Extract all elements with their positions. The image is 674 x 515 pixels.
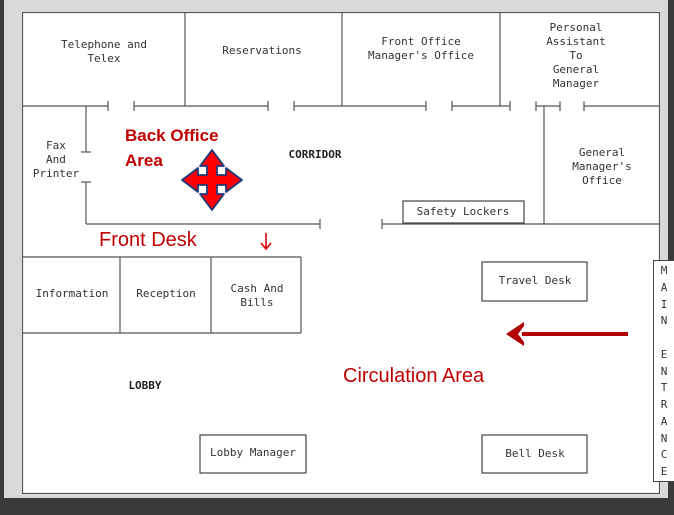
- main-entrance-letter: N: [660, 431, 668, 445]
- area-lobby: LOBBY: [128, 379, 162, 392]
- back-office-area-label: Back Office Area: [125, 126, 219, 170]
- room-general-manager: General Manager's Office: [572, 146, 632, 187]
- bell-desk-box: [481, 434, 588, 474]
- lobby-manager-box: [199, 434, 307, 474]
- safety-lockers-box: [402, 200, 525, 224]
- room-bell-desk: Bell Desk: [505, 447, 565, 460]
- room-telephone-telex: Telephone and Telex: [60, 38, 148, 65]
- main-entrance-letter: [661, 332, 668, 343]
- main-entrance-letter: I: [660, 297, 668, 311]
- room-cash-bills: Cash And Bills: [230, 282, 284, 309]
- main-entrance-letter: E: [660, 465, 668, 478]
- main-entrance-letter: N: [660, 364, 668, 378]
- area-corridor: CORRIDOR: [288, 148, 342, 161]
- four-way-arrow-icon: [181, 149, 243, 211]
- main-entrance-letter: M: [660, 264, 668, 277]
- main-entrance-letter: T: [660, 381, 668, 395]
- outer-wall: [22, 12, 660, 494]
- down-arrow-icon: [260, 233, 272, 251]
- main-entrance-letter: E: [660, 347, 668, 361]
- room-reception: Reception: [136, 287, 196, 300]
- room-travel-desk: Travel Desk: [498, 274, 572, 287]
- room-reservations: Reservations: [222, 44, 302, 57]
- left-arrow-icon: [506, 322, 628, 346]
- room-personal-assistant: Personal Assistant To General Manager: [546, 21, 606, 90]
- travel-desk-box: [481, 261, 588, 302]
- floor-plan-walls: [22, 12, 660, 494]
- room-front-office-manager: Front Office Manager's Office: [368, 35, 474, 62]
- slide-frame: Telephone and Telex Reservations Front O…: [4, 0, 674, 498]
- circulation-area-label: Circulation Area: [343, 365, 485, 387]
- room-information: Information: [35, 287, 109, 300]
- main-entrance-letter: C: [660, 448, 668, 462]
- room-fax-printer: Fax And Printer: [32, 139, 80, 180]
- front-desk-label: Front Desk: [99, 229, 197, 251]
- main-entrance-letter: N: [660, 314, 668, 328]
- main-entrance-letter: A: [660, 280, 668, 294]
- main-entrance-letter: A: [660, 414, 668, 428]
- room-lobby-manager: Lobby Manager: [209, 446, 297, 459]
- room-safety-lockers: Safety Lockers: [416, 205, 510, 218]
- floor-plan: Telephone and Telex Reservations Front O…: [22, 12, 674, 494]
- main-entrance-letter: R: [660, 398, 668, 411]
